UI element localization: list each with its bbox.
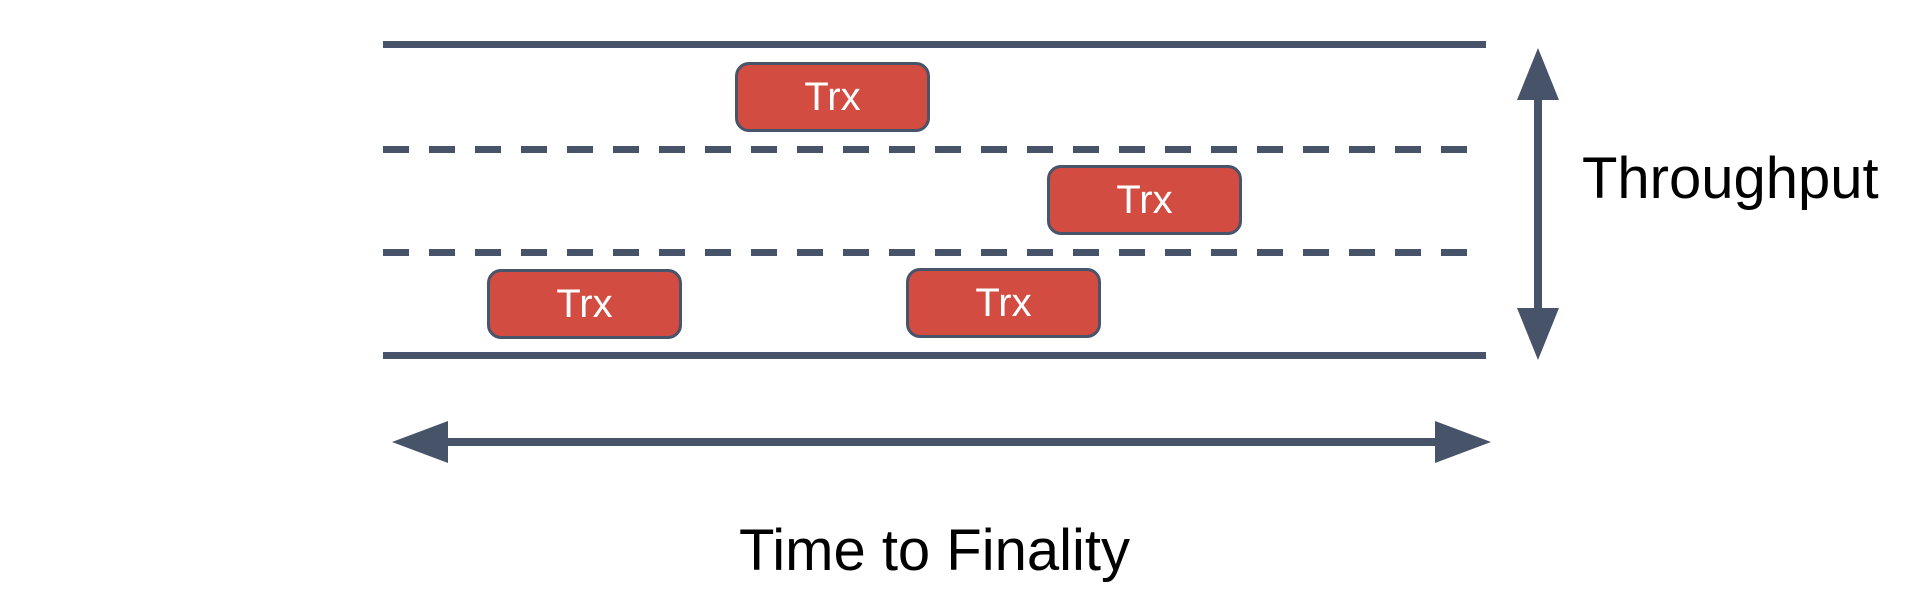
trx-box-bottom-lane-right: Trx [906,268,1101,338]
trx-box-middle-lane: Trx [1047,165,1242,235]
trx-box-label: Trx [556,282,613,326]
road-bottom-line [383,352,1486,359]
trx-box-bottom-lane-left: Trx [487,269,682,339]
trx-box-label: Trx [1116,178,1173,222]
lane-divider-line-1 [383,146,1486,153]
road-top-line [383,41,1486,48]
time-to-finality-double-arrow-icon [392,421,1491,463]
trx-box-label: Trx [975,281,1032,325]
trx-box-top-lane: Trx [735,62,930,132]
trx-box-label: Trx [804,75,861,119]
throughput-double-arrow-icon [1517,48,1559,360]
throughput-label: Throughput [1582,146,1879,211]
lane-divider-line-2 [383,249,1486,256]
time-to-finality-label: Time to Finality [738,518,1131,583]
